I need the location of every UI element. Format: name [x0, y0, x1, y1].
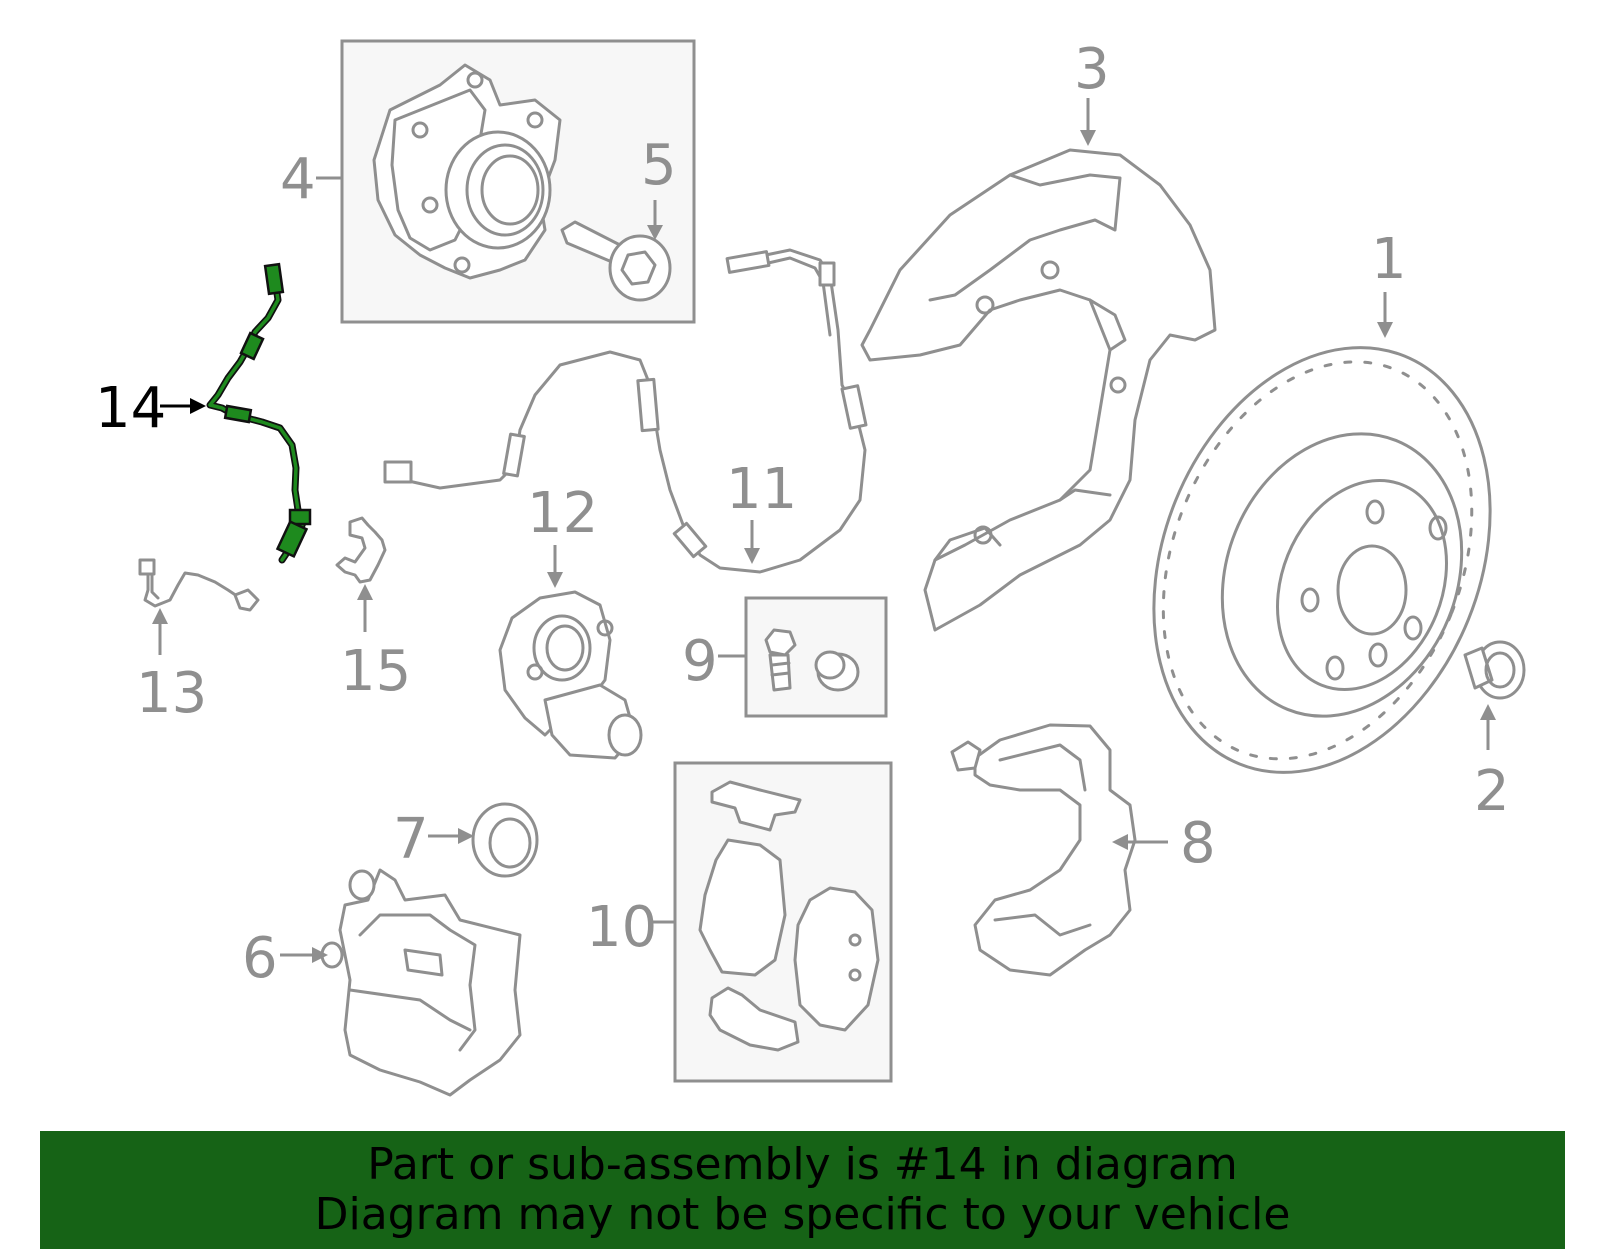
part-4-hub-bearing — [340, 39, 696, 324]
callout-14: 14 — [95, 376, 166, 441]
part-14-abs-wheel-speed-sensor: 14 — [95, 262, 312, 564]
callout-13: 13 — [136, 661, 207, 726]
part-15-clip: 15 — [335, 516, 411, 704]
callout-2: 2 — [1474, 759, 1510, 824]
callout-8: 8 — [1180, 811, 1216, 876]
part-11-wear-sensor: 11 — [383, 248, 868, 574]
part-10-brake-pads: 10 — [586, 761, 893, 1083]
callout-1: 1 — [1371, 227, 1407, 292]
part-7-piston-seal: 7 — [393, 802, 539, 878]
part-8-caliper-bracket: 8 — [950, 723, 1216, 977]
part-12-parking-brake-motor: 12 — [498, 481, 643, 760]
banner-line-part: Part or sub-assembly is #14 in diagram — [367, 1139, 1238, 1190]
callout-5: 5 — [641, 133, 677, 198]
callout-7: 7 — [393, 807, 429, 872]
part-1-brake-rotor: 1 — [1152, 227, 1492, 774]
callout-9: 9 — [682, 629, 718, 694]
part-3-dust-shield: 3 — [860, 37, 1217, 632]
callout-10: 10 — [586, 895, 657, 960]
callout-12: 12 — [527, 481, 598, 546]
callout-6: 6 — [242, 926, 278, 991]
callout-4: 4 — [280, 147, 316, 212]
info-banner: Part or sub-assembly is #14 in diagram D… — [40, 1131, 1565, 1249]
part-2-rotor-screw: 2 — [1463, 640, 1526, 824]
part-13-sensor-harness: 13 — [136, 558, 260, 726]
callout-3: 3 — [1074, 37, 1110, 102]
part-6-caliper: 6 — [242, 868, 522, 1097]
part-9-guide-bolt-kit: 9 — [682, 596, 888, 718]
part-5-hub-bolt: 5 — [560, 133, 677, 302]
banner-line-disclaimer: Diagram may not be specific to your vehi… — [314, 1189, 1291, 1240]
callout-15: 15 — [340, 639, 411, 704]
callout-11: 11 — [726, 457, 797, 522]
